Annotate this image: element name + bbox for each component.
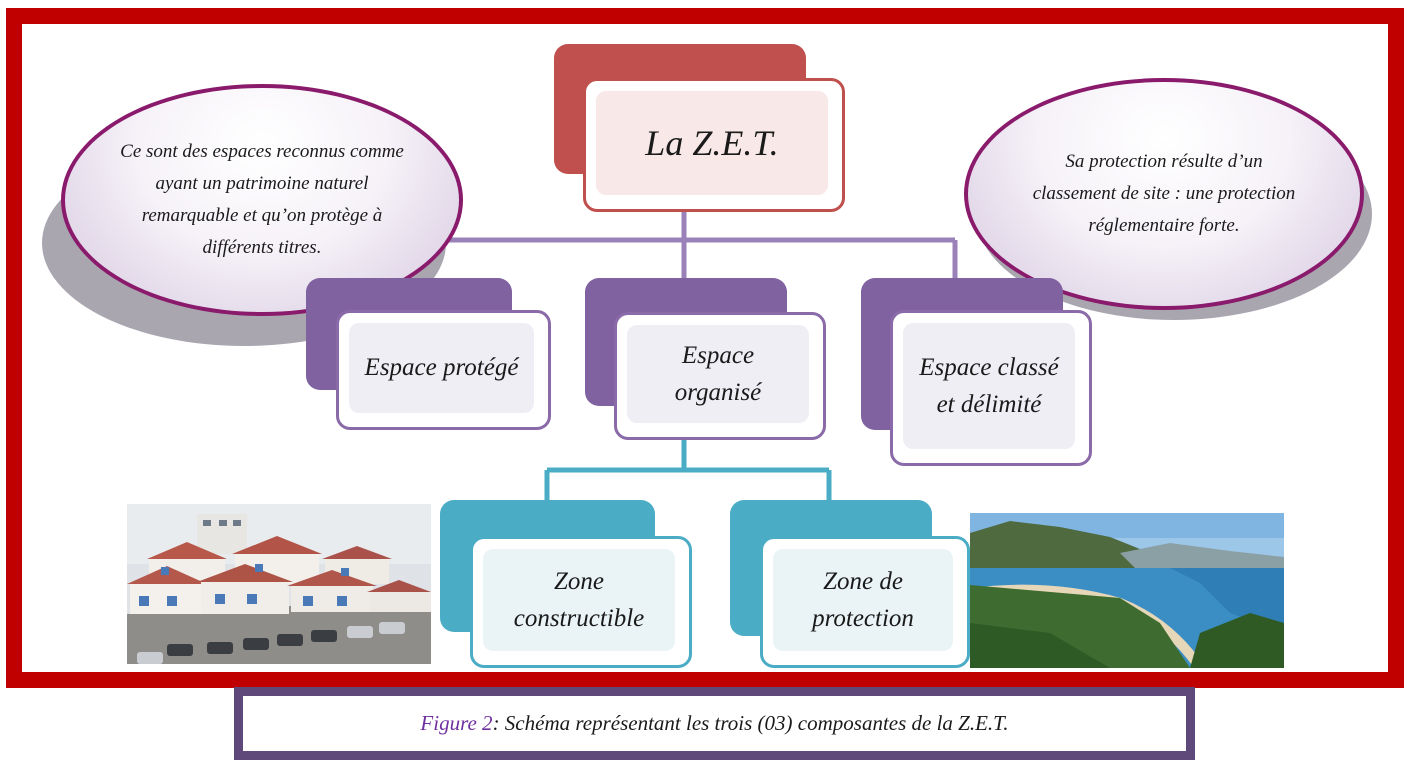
figure-caption-text: : Schéma représentant les trois (03) com…	[492, 711, 1009, 735]
figure-caption-frame: Figure 2 : Schéma représentant les trois…	[234, 687, 1195, 760]
node-root-label: La Z.E.T.	[596, 91, 828, 195]
photo-housing	[127, 504, 431, 664]
bubble-left: Ce sont des espaces reconnus comme ayant…	[61, 84, 463, 316]
node-espace-protege-label: Espace protégé	[349, 323, 534, 413]
node-espace-classe-label: Espace classé et délimité	[903, 323, 1075, 449]
node-espace-organise-label: Espace organisé	[627, 325, 809, 423]
figure-caption: Figure 2 : Schéma représentant les trois…	[242, 695, 1187, 752]
photo-bay	[970, 513, 1284, 668]
figure-label: Figure 2	[420, 711, 493, 735]
bubble-right: Sa protection résulte d’un classement de…	[964, 78, 1364, 310]
node-zone-protection-label: Zone de protection	[773, 549, 953, 651]
node-zone-constructible-label: Zone constructible	[483, 549, 675, 651]
